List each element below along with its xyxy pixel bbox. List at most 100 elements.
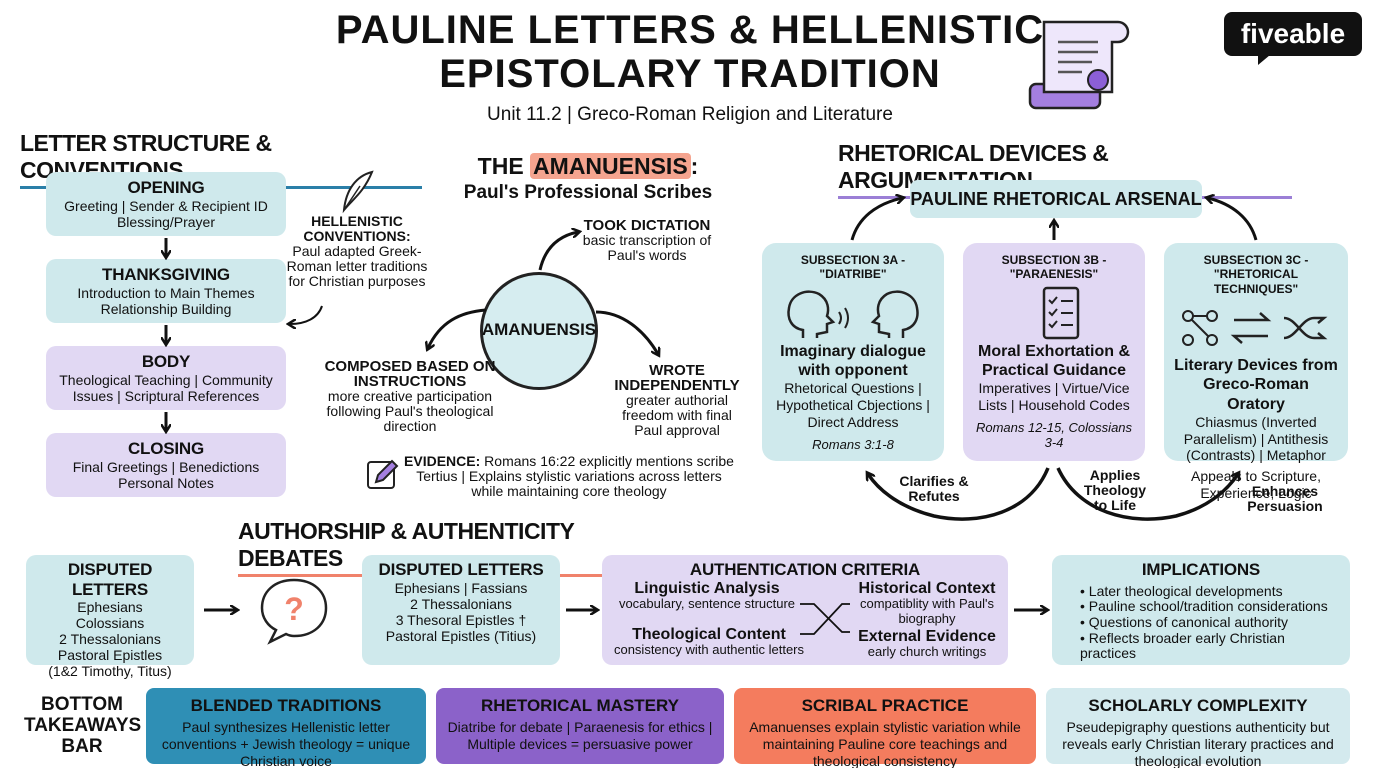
theo-title: Theological Content	[632, 626, 786, 643]
blended-title: BLENDED TRADITIONS	[190, 696, 382, 715]
scholarly-title: SCHOLARLY COMPLEXITY	[1088, 696, 1308, 715]
disputed1-item-4: Pastoral Epistles	[57, 647, 163, 664]
opening-box: OPENING Greeting | Sender & Recipient ID…	[46, 172, 286, 236]
paraenesis-text: Imperatives | Virtue/Vice Lists | Househ…	[978, 380, 1130, 413]
disputed2-title: DISPUTED LETTERS	[378, 560, 544, 579]
evidence-note: EVIDENCE: Romans 16:22 explicitly mentio…	[404, 454, 734, 499]
criteria-title: AUTHENTICATION CRITERIA	[689, 560, 921, 579]
rhetorical-mastery-text: Diatribe for debate | Paraenesis for eth…	[447, 719, 713, 753]
paraenesis-ref: Romans 12-15, Colossians 3-4	[975, 419, 1133, 451]
took-dictation: TOOK DICTATION basic transcription of Pa…	[582, 218, 712, 263]
disputed1-item-2: Colossians	[75, 615, 145, 632]
composed-text: more creative participation following Pa…	[326, 388, 494, 434]
theo-text: consistency with authentic letters	[613, 642, 805, 657]
hist-title: Historical Context	[858, 580, 996, 597]
thanksgiving-text: Introduction to Main Themes Relationship…	[77, 284, 255, 317]
techniques-sub: SUBSECTION 3C - "RHETORICAL TECHNIQUES"	[1203, 253, 1309, 296]
impl-item-2: Pauline school/tradition considerations	[1080, 599, 1340, 615]
closing-box: CLOSING Final Greetings | Benedictions P…	[46, 433, 286, 497]
conventions-text: Paul adapted Greek-Roman letter traditio…	[286, 243, 428, 289]
quill-icon	[338, 170, 378, 214]
fiveable-logo: fiveable	[1224, 12, 1362, 56]
scribal-text: Amanuenses explain stylistic variation w…	[749, 719, 1021, 768]
subtitle: Unit 11.2 | Greco-Roman Religion and Lit…	[487, 104, 893, 125]
scribal-title: SCRIBAL PRACTICE	[801, 696, 969, 715]
logo-tail	[1258, 55, 1270, 65]
paraenesis-card: SUBSECTION 3B - "PARAENESIS" Moral Exhor…	[963, 243, 1145, 461]
amanuensis-subheading: Paul's Professional Scribes	[463, 182, 713, 203]
amanuensis-center-label: AMANUENSIS	[481, 320, 597, 339]
disputed-letters-2: DISPUTED LETTERS Ephesians | Fassians 2 …	[362, 555, 560, 665]
disputed1-item-5: (1&2 Timothy, Titus)	[48, 663, 172, 680]
closing-text: Final Greetings | Benedictions Personal …	[72, 458, 260, 491]
body-title: BODY	[141, 352, 191, 371]
ling-text: vocabulary, sentence structure	[618, 596, 796, 611]
disputed2-item-4: Pastoral Epistles (Titius)	[385, 627, 537, 644]
techniques-icons	[1172, 296, 1340, 354]
disputed2-item-3: 3 Thesoral Epistles †	[395, 611, 527, 628]
theological-content: Theological Content consistency with aut…	[606, 626, 812, 658]
takeaway-rhetorical: RHETORICAL MASTERY Diatribe for debate |…	[436, 688, 724, 764]
opening-text: Greeting | Sender & Recipient ID Blessin…	[64, 197, 268, 230]
brand-name: fiveable	[1240, 18, 1346, 49]
ling-title: Linguistic Analysis	[634, 580, 780, 597]
takeaway-scribal: SCRIBAL PRACTICE Amanuenses explain styl…	[734, 688, 1036, 768]
techniques-card: SUBSECTION 3C - "RHETORICAL TECHNIQUES" …	[1164, 243, 1348, 501]
authorship-heading: AUTHORSHIP & AUTHENTICITY DEBATES	[238, 518, 684, 577]
external-evidence: External Evidence early church writings	[852, 628, 1002, 660]
wrote-independently: WROTE INDEPENDENTLY greater authorial fr…	[612, 363, 742, 438]
arsenal-box: PAULINE RHETORICAL ARSENAL	[910, 180, 1202, 218]
impl-item-1: Later theological developments	[1080, 583, 1340, 600]
wrote-title: WROTE INDEPENDENTLY	[614, 362, 740, 394]
paraenesis-title: Moral Exhortation & Practical Guidance	[977, 342, 1130, 379]
wrote-text: greater authorial freedom with final Pau…	[622, 392, 732, 438]
thanksgiving-box: THANKSGIVING Introduction to Main Themes…	[46, 259, 286, 323]
ext-text: early church writings	[867, 644, 987, 659]
arsenal-left-arrow	[850, 198, 902, 241]
hist-text: compatiblity with Paul's biography	[860, 596, 994, 626]
scholarly-text: Pseudepigraphy questions authenticity bu…	[1062, 719, 1334, 768]
conventions-title: HELLENISTIC CONVENTIONS:	[303, 213, 411, 244]
ext-title: External Evidence	[858, 628, 996, 645]
diatribe-text: Rhetorical Questions | Hypothetical Cbje…	[776, 380, 930, 430]
took-text: basic transcription of Paul's words	[582, 232, 712, 263]
diatribe-card: SUBSECTION 3A - "DIATRIBE" Imaginary dia…	[762, 243, 944, 461]
disputed1-item-1: Ephesians	[77, 599, 143, 616]
applies-label: Applies Theology to Life	[1083, 467, 1147, 513]
amanuensis-heading-pre: THE	[477, 153, 531, 179]
title-line-1: PAULINE LETTERS & HELLENISTIC	[335, 8, 1045, 52]
techniques-text: Chiasmus (Inverted Parallelism) | Antith…	[1183, 413, 1329, 464]
thanksgiving-title: THANKSGIVING	[102, 265, 230, 284]
dialogue-icon	[770, 282, 936, 340]
scroll-icon	[1022, 12, 1137, 117]
title-line-2: EPISTOLARY TRADITION	[439, 52, 941, 96]
composed-based: COMPOSED BASED ON INSTRUCTIONS more crea…	[322, 359, 498, 434]
historical-context: Historical Context compatiblity with Pau…	[852, 580, 1002, 627]
rhetorical-mastery-title: RHETORICAL MASTERY	[480, 696, 680, 715]
diatribe-sub: SUBSECTION 3A - "DIATRIBE"	[800, 253, 906, 282]
clarifies-label: Clarifies & Refutes	[899, 473, 969, 504]
techniques-title: Literary Devices from Greco-Roman Orator…	[1174, 357, 1338, 413]
pencil-icon	[366, 458, 400, 492]
question-bubble-icon: ?	[258, 576, 330, 645]
amanuensis-heading-post: :	[690, 153, 699, 179]
takeaway-blended: BLENDED TRADITIONS Paul synthesizes Hell…	[146, 688, 426, 768]
paraenesis-sub: SUBSECTION 3B - "PARAENESIS"	[1001, 253, 1107, 282]
took-arrow	[538, 232, 578, 271]
impl-item-3: Questions of canonical authority	[1080, 614, 1340, 631]
amanuensis-circle	[480, 272, 598, 390]
main-title: PAULINE LETTERS & HELLENISTIC EPISTOLARY…	[330, 8, 1050, 96]
diatribe-title: Imaginary dialogue with opponent	[780, 342, 926, 379]
impl-item-4: Reflects broader early Christian practic…	[1080, 630, 1340, 662]
opening-title: OPENING	[127, 178, 205, 197]
body-text: Theological Teaching | Community Issues …	[59, 371, 273, 404]
conventions-arrow	[290, 305, 323, 324]
disputed2-item-2: 2 Thessalonians	[410, 595, 512, 612]
disputed-letters-1: DISPUTED LETTERS Ephesians Colossians 2 …	[26, 555, 194, 679]
svg-text:?: ?	[284, 591, 304, 627]
takeaway-scholarly: SCHOLARLY COMPLEXITY Pseudepigraphy ques…	[1046, 688, 1350, 768]
checklist-icon	[971, 282, 1137, 340]
implications-box: IMPLICATIONS Later theological developme…	[1052, 555, 1350, 665]
body-box: BODY Theological Teaching | Community Is…	[46, 346, 286, 410]
diatribe-ref: Romans 3:1-8	[812, 436, 894, 452]
